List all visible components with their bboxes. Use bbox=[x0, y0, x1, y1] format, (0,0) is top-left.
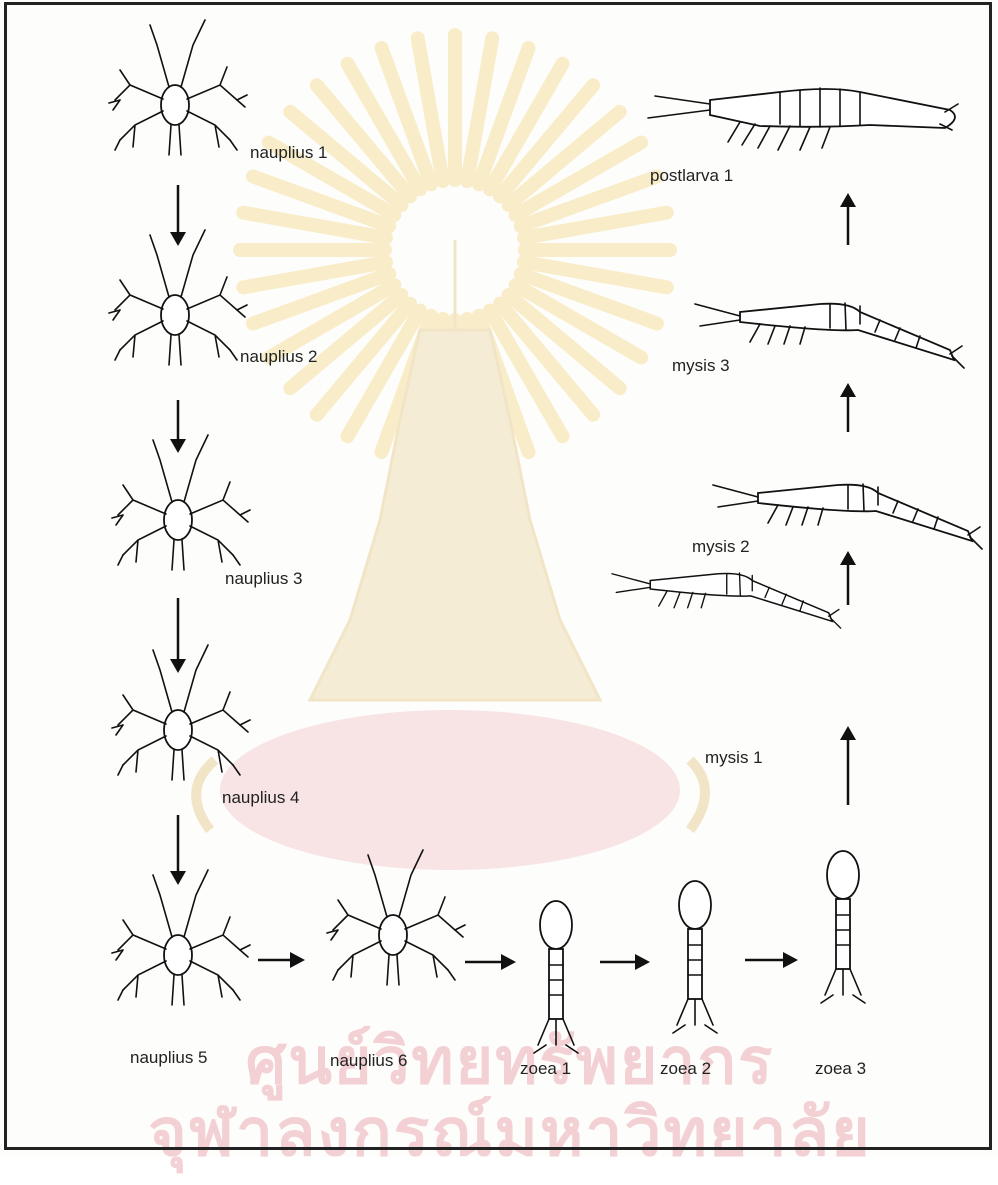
nauplius-1-figure bbox=[109, 20, 247, 155]
nauplius-6-figure bbox=[327, 850, 465, 985]
label-nauplius-4: nauplius 4 bbox=[222, 788, 300, 807]
arrowhead-m3-pl1 bbox=[840, 193, 856, 207]
arrowhead-m1-m2 bbox=[840, 551, 856, 565]
label-nauplius-1: nauplius 1 bbox=[250, 143, 328, 162]
label-mysis-1: mysis 1 bbox=[705, 748, 763, 767]
zoea-2-figure bbox=[673, 881, 717, 1033]
nauplius-3-figure bbox=[112, 435, 250, 570]
arrowhead-n5-n6 bbox=[290, 952, 305, 968]
nauplius-5-figure bbox=[112, 870, 250, 1005]
arrowhead-z2-z3 bbox=[783, 952, 798, 968]
mysis-1-figure bbox=[612, 573, 841, 628]
label-postlarva-1: postlarva 1 bbox=[650, 166, 733, 185]
arrowhead-n6-z1 bbox=[501, 954, 516, 970]
label-mysis-3: mysis 3 bbox=[672, 356, 730, 375]
zoea-3-figure bbox=[821, 851, 865, 1003]
label-zoea-1: zoea 1 bbox=[520, 1059, 571, 1078]
arrowhead-z1-z2 bbox=[635, 954, 650, 970]
arrowhead-n2-n3 bbox=[170, 439, 186, 453]
mysis-2-figure bbox=[713, 484, 982, 549]
page: ศูนย์วิทยทรัพยากร จุฬาลงกรณ์มหาวิทยาลัย … bbox=[0, 0, 998, 1157]
life-cycle-diagram: nauplius 1 nauplius 2 nauplius 3 naupliu… bbox=[0, 0, 998, 1157]
label-nauplius-5: nauplius 5 bbox=[130, 1048, 208, 1067]
postlarva-1-figure bbox=[648, 88, 958, 150]
label-mysis-2: mysis 2 bbox=[692, 537, 750, 556]
arrowhead-n1-n2 bbox=[170, 232, 186, 246]
arrowhead-n3-n4 bbox=[170, 659, 186, 673]
label-zoea-3: zoea 3 bbox=[815, 1059, 866, 1078]
zoea-1-figure bbox=[534, 901, 578, 1053]
mysis-3-figure bbox=[695, 303, 964, 368]
label-nauplius-2: nauplius 2 bbox=[240, 347, 318, 366]
arrowhead-z3-m1 bbox=[840, 726, 856, 740]
arrowhead-m2-m3 bbox=[840, 383, 856, 397]
label-zoea-2: zoea 2 bbox=[660, 1059, 711, 1078]
label-nauplius-3: nauplius 3 bbox=[225, 569, 303, 588]
arrowhead-n4-n5 bbox=[170, 871, 186, 885]
label-nauplius-6: nauplius 6 bbox=[330, 1051, 408, 1070]
nauplius-2-figure bbox=[109, 230, 247, 365]
